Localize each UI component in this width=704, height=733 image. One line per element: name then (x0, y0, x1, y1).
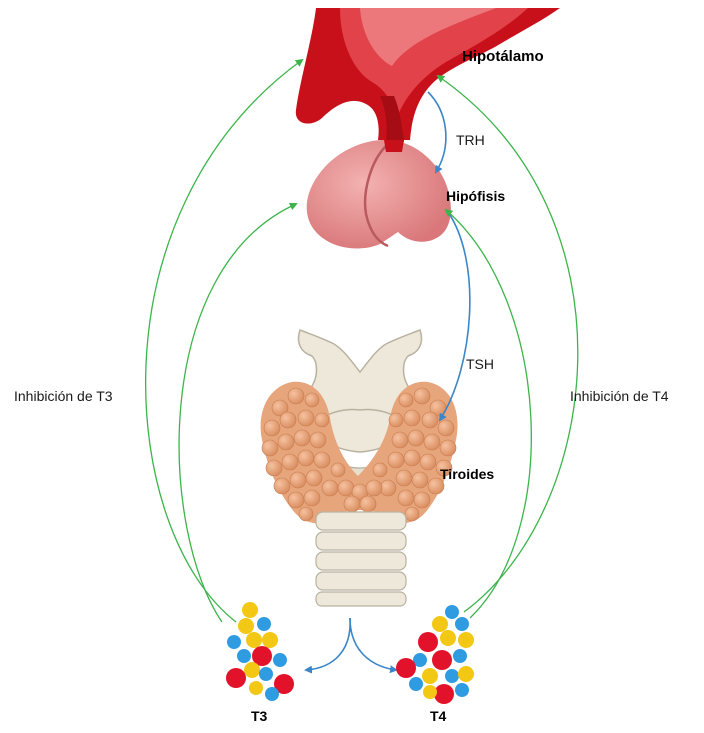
inhibition-t3-to-hypothalamus-arrow (146, 60, 302, 622)
tsh-label: TSH (466, 356, 494, 372)
hypothalamus-illustration (296, 8, 560, 142)
inhibition-t3-label: Inhibición de T3 (14, 388, 113, 404)
t4-molecule-illustration (396, 605, 474, 704)
inhibition-t4-to-hypothalamus-arrow (438, 76, 578, 612)
t3-label: T3 (251, 708, 267, 724)
inhibition-t4-label: Inhibición de T4 (570, 388, 669, 404)
trh-label: TRH (456, 132, 485, 148)
t3-release-arrow (306, 618, 350, 670)
trh-arrow (428, 92, 446, 172)
tsh-arrow (440, 212, 470, 420)
hypothalamus-label: Hipotálamo (462, 48, 544, 65)
pituitary-illustration (307, 140, 451, 248)
inhibition-t4-to-pituitary-arrow (446, 210, 531, 618)
thyroid-label: Tiroides (440, 466, 494, 482)
t3-molecule-illustration (226, 602, 294, 701)
t4-release-arrow (350, 618, 396, 670)
trachea-illustration (316, 512, 406, 606)
t4-label: T4 (430, 708, 446, 724)
pituitary-label: Hipófisis (446, 188, 505, 204)
